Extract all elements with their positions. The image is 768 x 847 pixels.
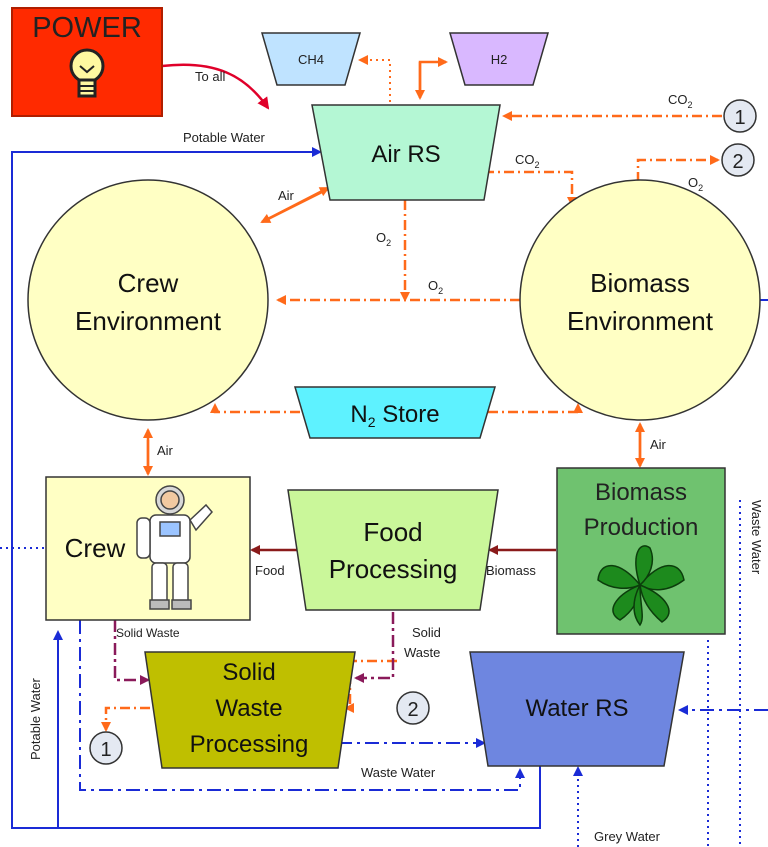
waste-water-bottom-label: Waste Water bbox=[361, 765, 436, 780]
n2-prefix: N bbox=[350, 401, 367, 428]
connector-1-bottom-label: 1 bbox=[100, 739, 111, 761]
h2-tank: H2 bbox=[449, 32, 549, 86]
h2-label: H2 bbox=[491, 52, 508, 67]
connector-1-bottom: 1 bbox=[89, 731, 123, 765]
o2-horiz-main: O bbox=[428, 278, 438, 293]
food-label: Food bbox=[255, 563, 285, 578]
ch4-tank: CH4 bbox=[261, 32, 361, 86]
o2-horiz-sub: 2 bbox=[438, 286, 443, 296]
food-line1: Food bbox=[363, 517, 422, 547]
connector-2-right-label: 2 bbox=[732, 151, 743, 173]
crew-label: Crew bbox=[65, 533, 126, 563]
o2-label-right: O2 bbox=[688, 175, 703, 193]
solid-waste-processing-node: Solid Waste Processing bbox=[144, 651, 356, 769]
crew-node: Crew bbox=[45, 476, 251, 621]
co2-label-mid: CO2 bbox=[515, 152, 540, 170]
grey-water-label: Grey Water bbox=[594, 829, 661, 844]
potable-water-top-label: Potable Water bbox=[183, 130, 266, 145]
n2-store-node: N2 Store bbox=[293, 386, 497, 439]
power-node: POWER bbox=[11, 7, 163, 117]
power-to-all-arrow bbox=[161, 63, 270, 110]
biomass-prod-line2: Production bbox=[584, 514, 699, 541]
o2-label-vertical: O2 bbox=[376, 230, 391, 248]
n2-subscript: 2 bbox=[368, 414, 376, 430]
waste-water-lines bbox=[79, 620, 768, 791]
gas-lines bbox=[101, 111, 722, 732]
solid-waste-right-line2: Waste bbox=[404, 645, 440, 660]
plant-icon bbox=[597, 545, 685, 627]
sw-line3: Processing bbox=[190, 731, 309, 758]
gas-solid-arrows bbox=[143, 57, 645, 476]
waste-water-side-label: Waste Water bbox=[749, 500, 764, 575]
crew-environment-node: Crew Environment bbox=[27, 179, 269, 421]
food-line2: Processing bbox=[329, 554, 458, 584]
crew-env-line1: Crew bbox=[118, 268, 179, 298]
co2-top-main: CO bbox=[668, 92, 688, 107]
astronaut-icon bbox=[136, 485, 213, 610]
power-label: POWER bbox=[32, 12, 142, 44]
connector-2-bottom: 2 bbox=[396, 691, 430, 725]
co2-top-sub: 2 bbox=[688, 100, 693, 110]
air-biomass-label: Air bbox=[650, 437, 667, 452]
potable-water-side-label: Potable Water bbox=[28, 677, 43, 760]
light-bulb-icon bbox=[69, 48, 105, 98]
biomass-label: Biomass bbox=[486, 563, 536, 578]
air-rs-label: Air RS bbox=[371, 141, 440, 168]
biomass-env-line2: Environment bbox=[567, 306, 714, 336]
connector-1-right: 1 bbox=[723, 99, 757, 133]
biomass-env-line1: Biomass bbox=[590, 268, 690, 298]
biomass-prod-line1: Biomass bbox=[595, 479, 687, 506]
dotted-blue-lines bbox=[0, 55, 741, 847]
sw-line2: Waste bbox=[215, 695, 282, 722]
solid-waste-left-label: Solid Waste bbox=[116, 626, 180, 640]
potable-water-lines bbox=[11, 147, 541, 829]
ch4-label: CH4 bbox=[298, 52, 324, 67]
n2-suffix: Store bbox=[376, 401, 440, 428]
air-crew-label: Air bbox=[157, 443, 174, 458]
biomass-environment-node: Biomass Environment bbox=[519, 179, 761, 421]
solid-waste-right-line1: Solid bbox=[412, 625, 441, 640]
co2-mid-sub: 2 bbox=[535, 160, 540, 170]
crew-env-line2: Environment bbox=[75, 306, 222, 336]
co2-label-top: CO2 bbox=[668, 92, 693, 110]
o2-vert-sub: 2 bbox=[386, 238, 391, 248]
to-all-label: To all bbox=[195, 69, 225, 84]
o2-label-horizontal: O2 bbox=[428, 278, 443, 296]
air-left-label: Air bbox=[278, 188, 295, 203]
biomass-production-node: Biomass Production bbox=[556, 467, 726, 635]
food-processing-node: Food Processing bbox=[287, 489, 499, 611]
n2-store-label: N2 Store bbox=[350, 401, 439, 430]
water-rs-label: Water RS bbox=[525, 695, 628, 722]
connector-2-bottom-label: 2 bbox=[407, 699, 418, 721]
o2-right-main: O bbox=[688, 175, 698, 190]
water-rs-node: Water RS bbox=[469, 651, 685, 767]
sw-line1: Solid bbox=[222, 659, 275, 686]
air-rs-node: Air RS bbox=[311, 104, 501, 201]
connector-2-right: 2 bbox=[721, 143, 755, 177]
connector-1-right-label: 1 bbox=[734, 107, 745, 129]
o2-vert-main: O bbox=[376, 230, 386, 245]
o2-right-sub: 2 bbox=[698, 183, 703, 193]
co2-mid-main: CO bbox=[515, 152, 535, 167]
